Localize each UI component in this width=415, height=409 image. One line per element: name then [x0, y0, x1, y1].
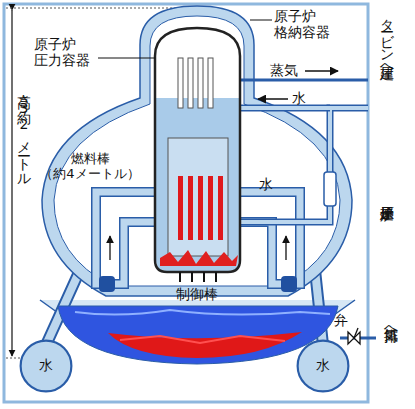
containment-vessel: [54, 16, 340, 286]
pressure-vessel: [179, 272, 181, 282]
flow-label: 水: [259, 176, 273, 192]
pressure-vessel: [168, 138, 228, 256]
recirculation-loop: [240, 192, 300, 284]
reactor-building: [4, 4, 368, 402]
steam-feedwater-pipes: [258, 98, 288, 100]
steam-feedwater-pipes: [240, 108, 368, 222]
pressure-vessel: [155, 28, 240, 272]
vent-valve: [340, 328, 376, 344]
pressure-vessel: [156, 98, 239, 271]
steam-feedwater-pipes: [240, 79, 368, 82]
wetwell: [120, 336, 285, 343]
pressure-vessel: [178, 176, 183, 240]
reactor-building: [4, 4, 368, 402]
recirculation-loop: [240, 192, 300, 284]
height-label: 高さ約32メートル: [17, 84, 31, 180]
steam-feedwater-pipes: [240, 106, 330, 110]
wetwell: [75, 310, 330, 315]
pressure-vessel: [188, 58, 193, 108]
containment-vessel: [42, 6, 352, 296]
circle-shape: [21, 341, 72, 392]
leader-line: [250, 20, 272, 21]
part-name: 弁: [334, 312, 348, 328]
height-dimension: [11, 10, 12, 356]
destination-label: タービン建屋へ: [380, 8, 394, 72]
pressure-vessel: [215, 272, 217, 282]
vent-valve: [354, 328, 358, 338]
leader-line: [98, 20, 272, 58]
wetwell: [58, 306, 338, 364]
recirculation-loop: [99, 276, 115, 292]
part-name: 制御棒: [176, 286, 218, 302]
recirculation-loop: [96, 192, 156, 284]
pressure-vessel: [191, 272, 193, 282]
pressure-vessel: [203, 272, 205, 282]
pressure-vessel: [218, 176, 223, 240]
pressure-vessel: [155, 28, 240, 282]
steam-feedwater-pipes: [240, 108, 368, 222]
wetwell: [108, 332, 302, 358]
node-text: 水: [39, 357, 53, 375]
steam-feedwater-pipes: [324, 172, 336, 206]
height-dimension: [6, 8, 190, 9]
flow-label: 蒸気: [270, 62, 298, 78]
destination-label: 排気筒へ: [384, 318, 398, 334]
torus-water-circle: 水: [296, 339, 350, 393]
torus-water-circle: 水: [19, 339, 73, 393]
pressure-vessel: [155, 28, 240, 272]
part-name: 燃料棒 （約4メートル）: [40, 152, 140, 182]
steam-feedwater-pipes: [240, 71, 368, 222]
part-name: 原子炉 圧力容器: [34, 36, 96, 68]
node-text: 水: [316, 357, 330, 375]
recirculation-loop: [281, 276, 297, 292]
recirculation-loop: [96, 192, 156, 284]
flow-label: 水: [292, 90, 306, 106]
containment-vessel: [42, 6, 352, 296]
part-name: 原子炉 格納容器: [274, 8, 336, 40]
circle-shape: [298, 341, 349, 392]
steam-feedwater-pipes: [305, 70, 338, 72]
pressure-vessel: [208, 58, 213, 108]
pressure-vessel: [160, 250, 238, 266]
recirculation-loop: [109, 236, 110, 260]
pressure-vessel: [198, 176, 203, 240]
pressure-vessel: [208, 176, 213, 240]
recirculation-loop: [285, 236, 286, 260]
pressure-vessel: [198, 58, 203, 108]
pressure-vessel: [178, 58, 183, 108]
steam-feedwater-pipes: [240, 105, 330, 112]
leader-line: [98, 58, 155, 59]
pressure-vessel: [188, 176, 193, 240]
